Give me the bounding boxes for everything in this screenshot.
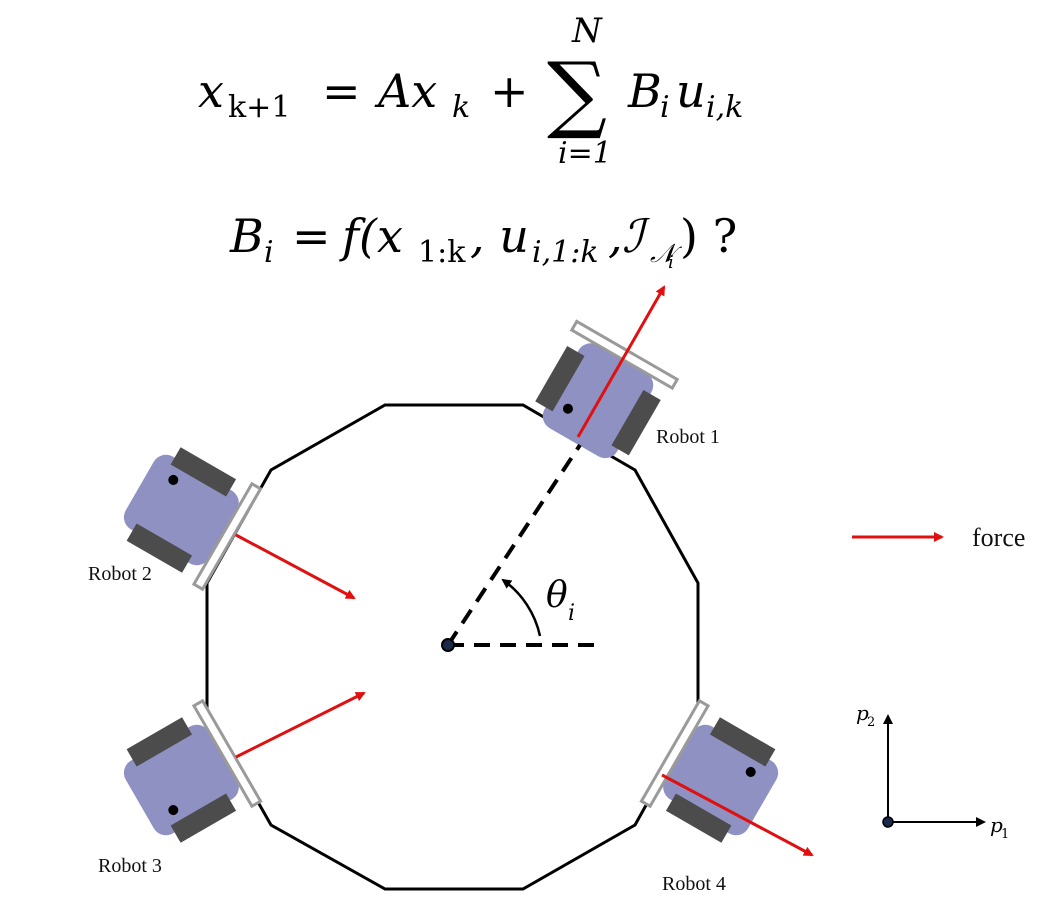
robot-4-marker [745,766,756,777]
angle-arc [501,578,542,637]
eq1-u-sub: i,k [706,90,743,125]
angle-theta-sub: i [568,601,575,626]
eq1-lhs: x [198,64,224,118]
robot-4 [639,698,779,843]
question-equation: B i = f(x 1:k , u i,1:k , ℐ 𝒩 i ) ? [229,209,737,273]
p1-label: p [990,813,1003,837]
force-arrow-robot-3 [235,691,366,759]
eq2-equals: = [292,209,331,263]
eq1-b: B [627,64,662,118]
eq1-ax-sub: k [452,90,470,125]
force-arrow-robot-2 [235,533,356,600]
robot-3-label: Robot 3 [98,855,162,877]
eq2-b: B [229,209,264,263]
force-arrow-robot-4 [661,773,814,857]
robot-3-gripper [191,698,263,809]
robot-2 [123,447,263,592]
eq1-b-sub: i [660,90,670,125]
eq2-cal-n-sub: i [668,252,674,273]
legend-force-label: force [972,523,1025,552]
robot-2-label: Robot 2 [88,563,152,585]
robot-4-label: Robot 4 [662,873,726,895]
frame-origin [882,816,894,828]
dynamics-equation: x k+1 = Ax k + N ∑ i=1 B i u i,k [198,11,743,171]
robot-4-wheel-b [709,717,776,767]
robot-1-marker [562,403,573,414]
p2-label-sub: 2 [867,715,875,730]
sum-symbol: ∑ [547,44,607,142]
robot-3 [123,698,263,843]
robot-1-wheel-b [611,389,661,456]
eq2-b-sub: i [264,235,274,270]
robot-3-wheel-b [170,793,237,843]
eq1-u: u [676,64,706,118]
p1-label-sub: 1 [1001,827,1009,842]
eq2-comma: , [608,209,623,263]
object-center-point [441,638,455,652]
robot-1-label: Robot 1 [656,426,720,448]
eq2-x-sub: 1:k [418,235,466,270]
force-arrow-robot-1 [576,285,666,438]
sum-upper: N [571,11,603,51]
robot-1-wheel-a [535,345,585,412]
robot-2-marker [168,474,179,485]
eq2-cal-n: 𝒩 [650,239,683,269]
eq2-u: , u [470,209,529,263]
sum-lower: i=1 [558,136,612,171]
eq2-close: ) ? [680,209,737,263]
eq1-lhs-sub: k+1 [228,90,290,125]
robot-2-gripper [191,481,263,592]
eq1-plus: + [490,64,529,118]
eq1-equals: = [322,64,361,118]
eq1-ax: Ax [374,64,437,118]
robot-2-wheel-b [126,523,193,573]
coordinate-frame: p 2 p 1 [856,701,1009,842]
robot-3-wheel-a [126,717,193,767]
robot-4-gripper [639,698,711,809]
robot-2-wheel-a [170,447,237,497]
robot-3-marker [168,805,179,816]
robot-4-wheel-a [665,793,732,843]
eq2-f: f(x [339,209,403,263]
angle-theta-label: θ [546,575,568,616]
eq2-u-sub: i,1:k [532,235,599,270]
p2-label: p [856,701,869,725]
radius-dashed-line [446,443,582,647]
legend: force [852,523,1025,552]
eq2-cal-i: ℐ [622,209,651,263]
